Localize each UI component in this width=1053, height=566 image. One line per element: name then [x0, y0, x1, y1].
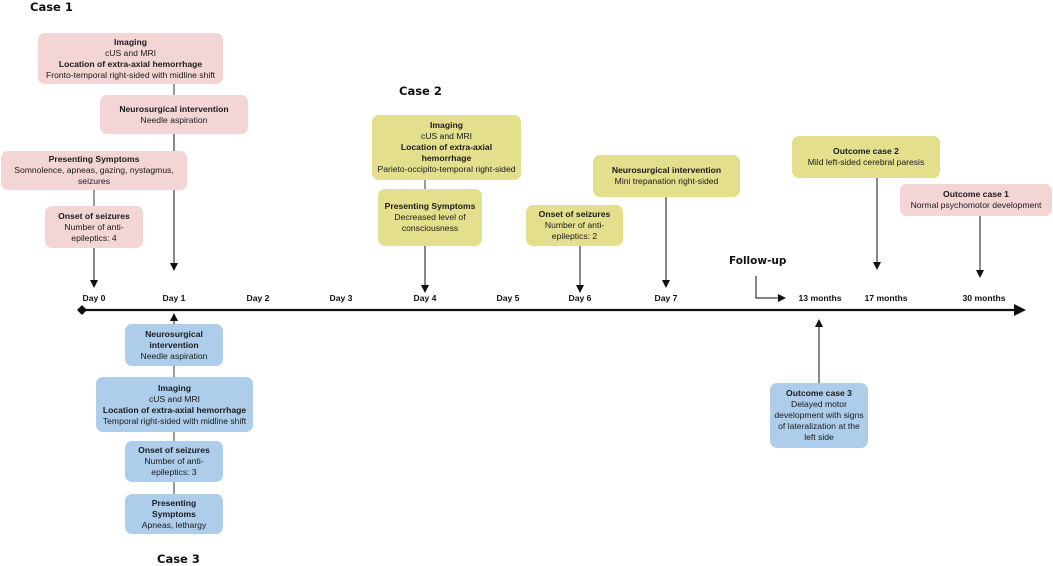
case3-outcome-line1: Delayed motor	[791, 399, 847, 409]
month-label-13: 13 months	[798, 293, 842, 303]
case1-symptoms-box: Presenting Symptoms Somnolence, apneas, …	[1, 151, 187, 190]
day-label-7: Day 7	[654, 293, 678, 303]
case2-imaging-line4: Parieto-occipito-temporal right-sided	[377, 164, 516, 174]
case2-neuro-box: Neurosurgical intervention Mini trepanat…	[593, 155, 740, 197]
case2-seizures-title: Onset of seizures	[538, 209, 611, 219]
day-label-6: Day 6	[568, 293, 592, 303]
case1-imaging-box: Imaging cUS and MRI Location of extra-ax…	[38, 33, 223, 84]
case1-neuro-line1: Needle aspiration	[140, 114, 208, 125]
case2-outcome-box: Outcome case 2 Mild left-sided cerebral …	[792, 136, 940, 178]
case2-symptoms-line1: Decreased level of	[394, 212, 466, 222]
case3-outcome-line3: of lateralization at the	[778, 421, 860, 431]
case3-imaging-line1: cUS and MRI	[148, 393, 201, 404]
followup-arrow	[755, 276, 786, 302]
case2-seizures-line2: epileptics: 2	[551, 231, 598, 241]
case1-symptoms-line2: seizures	[78, 176, 110, 186]
case3-imaging-line2: Location of extra-axial hemorrhage	[102, 404, 247, 415]
month-label-30: 30 months	[962, 293, 1006, 303]
case3-seizures-line1: Number of anti-	[144, 456, 204, 466]
case2-title: Case 2	[399, 84, 442, 98]
case2-imaging-line2: Location of extra-axial	[400, 142, 493, 152]
case3-outcome-line2: development with signs	[774, 410, 864, 420]
case1-neuro-title: Neurosurgical intervention	[119, 103, 229, 114]
case2-symptoms-line2: consciousness	[401, 223, 459, 233]
case3-imaging-box: Imaging cUS and MRI Location of extra-ax…	[96, 377, 253, 432]
case2-imaging-line3: hemorrhage	[421, 153, 472, 163]
case1-symptoms-title: Presenting Symptoms	[48, 154, 140, 164]
case1-imaging-line2: Location of extra-axial hemorrhage	[58, 58, 203, 69]
case3-imaging-title: Imaging	[158, 382, 191, 393]
case2-imaging-line1: cUS and MRI	[420, 131, 473, 141]
case2-outcome-title: Outcome case 2	[833, 146, 899, 156]
case3-imaging-line3: Temporal right-sided with midline shift	[102, 415, 247, 426]
day-label-1: Day 1	[162, 293, 186, 303]
case3-title: Case 3	[157, 552, 200, 566]
case2-seizures-box: Onset of seizures Number of anti- epilep…	[526, 205, 623, 246]
timeline-start-diamond	[77, 305, 87, 315]
case2-neuro-title: Neurosurgical intervention	[611, 165, 722, 175]
case1-title: Case 1	[30, 0, 73, 14]
case3-outcome-box: Outcome case 3 Delayed motor development…	[770, 383, 868, 448]
case2-outcome-line1: Mild left-sided cerebral paresis	[807, 157, 925, 167]
case3-outcome-line4: left side	[804, 432, 834, 442]
followup-label: Follow-up	[729, 255, 787, 267]
case1-imaging-line3: Fronto-temporal right-sided with midline…	[45, 69, 216, 80]
day-label-5: Day 5	[496, 293, 520, 303]
case2-neuro-line1: Mini trepanation right-sided	[614, 176, 719, 186]
month-label-17: 17 months	[864, 293, 908, 303]
case3-seizures-line2: epileptics: 3	[151, 467, 197, 477]
case1-imaging-line1: cUS and MRI	[104, 47, 157, 58]
timeline-axis-arrowhead	[1014, 304, 1026, 316]
case1-outcome-box: Outcome case 1 Normal psychomotor develo…	[900, 184, 1052, 216]
case3-outcome-title: Outcome case 3	[786, 388, 852, 398]
case2-imaging-box: Imaging cUS and MRI Location of extra-ax…	[372, 115, 521, 180]
case3-neuro-line1: Needle aspiration	[140, 350, 208, 361]
case3-neuro-title: Neurosurgical	[145, 328, 203, 339]
case1-imaging-title: Imaging	[114, 36, 147, 47]
day-label-4: Day 4	[413, 293, 437, 303]
day-label-2: Day 2	[246, 293, 270, 303]
case3-seizures-box: Onset of seizures Number of anti- epilep…	[125, 441, 223, 482]
case2-symptoms-box: Presenting Symptoms Decreased level of c…	[378, 189, 482, 246]
case1-seizures-box: Onset of seizures Number of anti- epilep…	[45, 206, 143, 248]
case3-seizures-title: Onset of seizures	[138, 445, 210, 455]
case2-imaging-title: Imaging	[430, 120, 463, 130]
case3-symptoms-box: Presenting Symptoms Apneas, lethargy	[125, 494, 223, 534]
case3-symptoms-title: Presenting Symptoms	[151, 497, 197, 519]
day-label-3: Day 3	[329, 293, 353, 303]
case1-seizures-line2: epileptics: 4	[71, 232, 117, 243]
case3-neuro-box: Neurosurgical intervention Needle aspira…	[125, 324, 223, 366]
case1-seizures-title: Onset of seizures	[58, 210, 130, 221]
case1-outcome-line1: Normal psychomotor development	[910, 200, 1042, 210]
case1-neuro-box: Neurosurgical intervention Needle aspira…	[100, 95, 248, 134]
case3-symptoms-line1: Apneas, lethargy	[141, 519, 207, 530]
case2-symptoms-title: Presenting Symptoms	[384, 201, 476, 211]
day-label-0: Day 0	[82, 293, 106, 303]
case3-neuro-title2: intervention	[149, 339, 199, 350]
case1-outcome-title: Outcome case 1	[943, 189, 1009, 199]
case1-seizures-line1: Number of anti-	[64, 221, 124, 232]
case2-seizures-line1: Number of anti-	[544, 220, 605, 230]
case1-symptoms-line1: Somnolence, apneas, gazing, nystagmus,	[14, 165, 174, 175]
